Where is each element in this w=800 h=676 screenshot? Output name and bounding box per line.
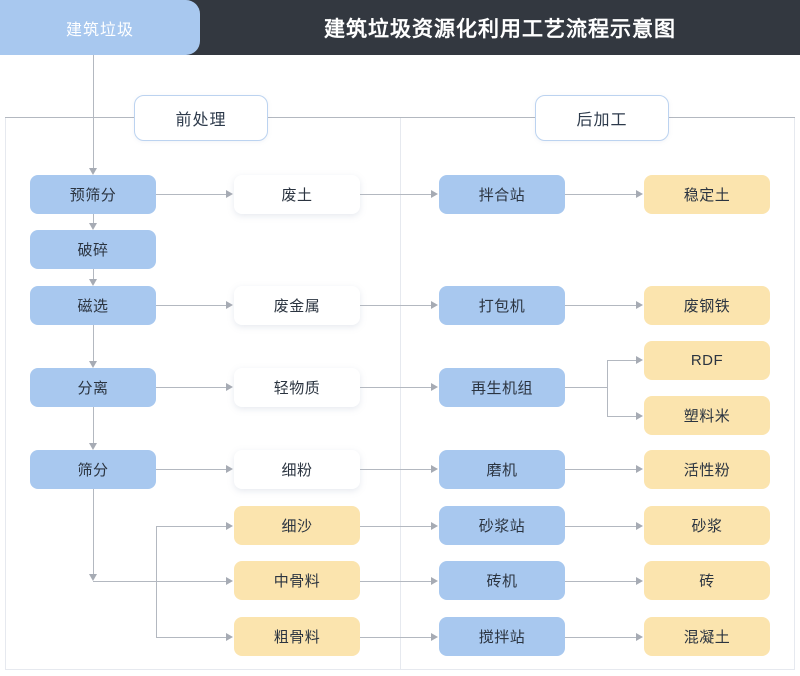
arrowhead-fine-sand-to-mortar-station xyxy=(431,522,438,530)
connector-regeneration-split xyxy=(607,360,608,416)
connector-waste-soil-to-mixing-station xyxy=(360,194,431,195)
connector-waste-metal-to-baler xyxy=(360,305,431,306)
node-screening[interactable]: 筛分 xyxy=(30,450,156,489)
connector-separation-to-light-material xyxy=(156,387,226,388)
connector-coarse-aggregate-to-concrete-mixer xyxy=(360,637,431,638)
stage-label-rule-mid xyxy=(266,117,535,118)
connector-separation-to-screening xyxy=(93,407,94,443)
connector-prescreen-to-waste-soil xyxy=(156,194,226,195)
arrowhead-waste-metal-to-baler xyxy=(431,301,438,309)
node-mixing-station[interactable]: 拌合站 xyxy=(439,175,565,214)
connector-crush-to-magnetic xyxy=(93,269,94,279)
arrowhead-fine-powder-to-grinder xyxy=(431,465,438,473)
connector-medium-aggregate-to-brick-machine xyxy=(360,581,431,582)
connector-bracket-to-fine-sand xyxy=(156,526,226,527)
arrowhead-screening-to-medium-aggregate xyxy=(226,577,233,585)
connector-brick-machine-to-brick xyxy=(565,581,636,582)
node-baler[interactable]: 打包机 xyxy=(439,286,565,325)
arrowhead-split-to-plastic-pellets xyxy=(636,412,643,420)
arrowhead-separation-to-screening xyxy=(89,443,97,450)
stage-label-rule-left xyxy=(5,117,135,118)
arrowhead-mortar-station-to-mortar xyxy=(636,522,643,530)
arrowhead-brick-machine-to-brick xyxy=(636,577,643,585)
node-fine-sand[interactable]: 细沙 xyxy=(234,506,360,545)
node-mortar[interactable]: 砂浆 xyxy=(644,506,770,545)
arrowhead-screening-drop xyxy=(89,574,97,581)
stage-label-post-process: 后加工 xyxy=(535,95,669,141)
connector-source-to-prescreen xyxy=(93,55,94,168)
node-prescreen[interactable]: 预筛分 xyxy=(30,175,156,214)
arrowhead-mixing-station-to-stabilized-soil xyxy=(636,190,643,198)
node-mortar-station[interactable]: 砂浆站 xyxy=(439,506,565,545)
node-active-powder[interactable]: 活性粉 xyxy=(644,450,770,489)
arrowhead-prescreen-to-crush xyxy=(89,223,97,230)
connector-concrete-mixer-to-concrete xyxy=(565,637,636,638)
arrowhead-light-material-to-regeneration-unit xyxy=(431,383,438,391)
arrowhead-prescreen-to-waste-soil xyxy=(226,190,233,198)
node-crush[interactable]: 破碎 xyxy=(30,230,156,269)
connector-aggregate-bracket xyxy=(156,526,157,637)
arrowhead-grinder-to-active-powder xyxy=(636,465,643,473)
connector-grinder-to-active-powder xyxy=(565,469,636,470)
connector-fine-sand-to-mortar-station xyxy=(360,526,431,527)
connector-bracket-to-coarse-aggregate xyxy=(156,637,226,638)
arrowhead-screening-to-fine-powder xyxy=(226,465,233,473)
connector-baler-to-scrap-steel xyxy=(565,305,636,306)
node-stabilized-soil[interactable]: 稳定土 xyxy=(644,175,770,214)
node-regeneration-unit[interactable]: 再生机组 xyxy=(439,368,565,407)
stage-divider xyxy=(400,117,401,670)
node-rdf[interactable]: RDF xyxy=(644,341,770,380)
node-separation[interactable]: 分离 xyxy=(30,368,156,407)
arrowhead-concrete-mixer-to-concrete xyxy=(636,633,643,641)
stage-label-rule-right xyxy=(667,117,795,118)
connector-screening-to-fine-powder xyxy=(156,469,226,470)
node-concrete-mixer[interactable]: 搅拌站 xyxy=(439,617,565,656)
arrowhead-baler-to-scrap-steel xyxy=(636,301,643,309)
connector-split-to-rdf xyxy=(607,360,636,361)
connector-magnetic-to-waste-metal xyxy=(156,305,226,306)
arrowhead-waste-soil-to-mixing-station xyxy=(431,190,438,198)
connector-split-to-plastic-pellets xyxy=(607,416,636,417)
node-waste-soil[interactable]: 废土 xyxy=(234,175,360,214)
connector-fine-powder-to-grinder xyxy=(360,469,431,470)
connector-regeneration-unit-stem xyxy=(565,387,607,388)
node-fine-powder[interactable]: 细粉 xyxy=(234,450,360,489)
node-concrete[interactable]: 混凝土 xyxy=(644,617,770,656)
node-waste-metal[interactable]: 废金属 xyxy=(234,286,360,325)
arrowhead-bracket-to-fine-sand xyxy=(226,522,233,530)
node-medium-aggregate[interactable]: 中骨料 xyxy=(234,561,360,600)
arrowhead-magnetic-to-separation xyxy=(89,361,97,368)
connector-mortar-station-to-mortar xyxy=(565,526,636,527)
connector-screening-drop xyxy=(93,489,94,574)
node-scrap-steel[interactable]: 废钢铁 xyxy=(644,286,770,325)
node-plastic-pellets[interactable]: 塑料米 xyxy=(644,396,770,435)
connector-prescreen-to-crush xyxy=(93,214,94,223)
arrowhead-separation-to-light-material xyxy=(226,383,233,391)
arrowhead-source-to-prescreen xyxy=(89,168,97,175)
node-brick[interactable]: 砖 xyxy=(644,561,770,600)
source-tab-construction-waste[interactable]: 建筑垃圾 xyxy=(0,0,200,55)
stage-label-pre-process: 前处理 xyxy=(134,95,268,141)
arrowhead-bracket-to-coarse-aggregate xyxy=(226,633,233,641)
connector-screening-to-medium-aggregate xyxy=(93,581,226,582)
arrowhead-magnetic-to-waste-metal xyxy=(226,301,233,309)
arrowhead-crush-to-magnetic xyxy=(89,279,97,286)
arrowhead-coarse-aggregate-to-concrete-mixer xyxy=(431,633,438,641)
arrowhead-medium-aggregate-to-brick-machine xyxy=(431,577,438,585)
page-title: 建筑垃圾资源化利用工艺流程示意图 xyxy=(324,17,676,41)
node-magnetic-separation[interactable]: 磁选 xyxy=(30,286,156,325)
connector-mixing-station-to-stabilized-soil xyxy=(565,194,636,195)
node-coarse-aggregate[interactable]: 粗骨料 xyxy=(234,617,360,656)
node-brick-machine[interactable]: 砖机 xyxy=(439,561,565,600)
node-grinder[interactable]: 磨机 xyxy=(439,450,565,489)
connector-magnetic-to-separation xyxy=(93,325,94,361)
arrowhead-split-to-rdf xyxy=(636,356,643,364)
connector-light-material-to-regeneration-unit xyxy=(360,387,431,388)
node-light-material[interactable]: 轻物质 xyxy=(234,368,360,407)
